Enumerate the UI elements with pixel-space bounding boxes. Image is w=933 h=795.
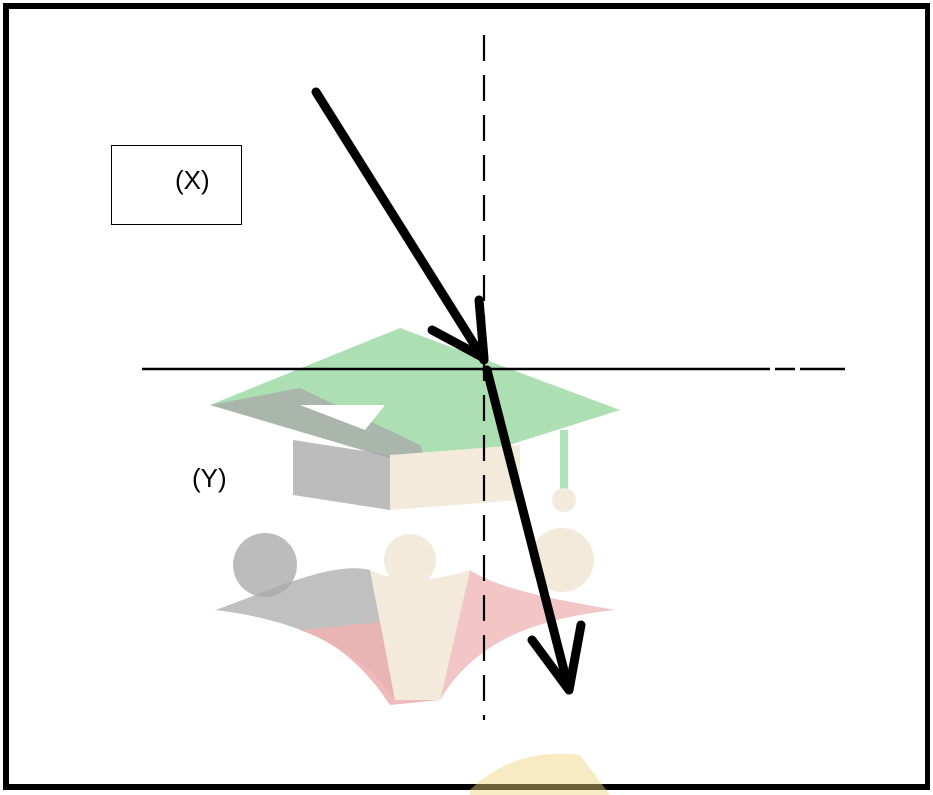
watermark-body-beige xyxy=(370,570,470,700)
watermark-head-right xyxy=(530,528,594,592)
label-x: (X) xyxy=(175,165,210,195)
watermark-body-left xyxy=(215,568,395,700)
label-y: (Y) xyxy=(192,463,227,493)
watermark-head-middle xyxy=(384,534,436,586)
watermark-head-left xyxy=(233,533,297,597)
watermark-cap-shadow xyxy=(210,388,430,470)
watermark-tassel-knot xyxy=(552,488,576,512)
watermark-tassel xyxy=(560,430,568,490)
refracted-ray xyxy=(482,365,586,695)
watermark-body-right xyxy=(440,570,615,700)
label-x-box xyxy=(111,145,242,225)
watermark-cap-base-left xyxy=(293,440,390,510)
watermark-cap-arrow xyxy=(300,405,385,430)
watermark-cap-base-right xyxy=(390,445,520,510)
watermark-flame xyxy=(470,753,610,795)
incident-ray xyxy=(311,87,489,365)
watermark-logo xyxy=(210,328,620,795)
